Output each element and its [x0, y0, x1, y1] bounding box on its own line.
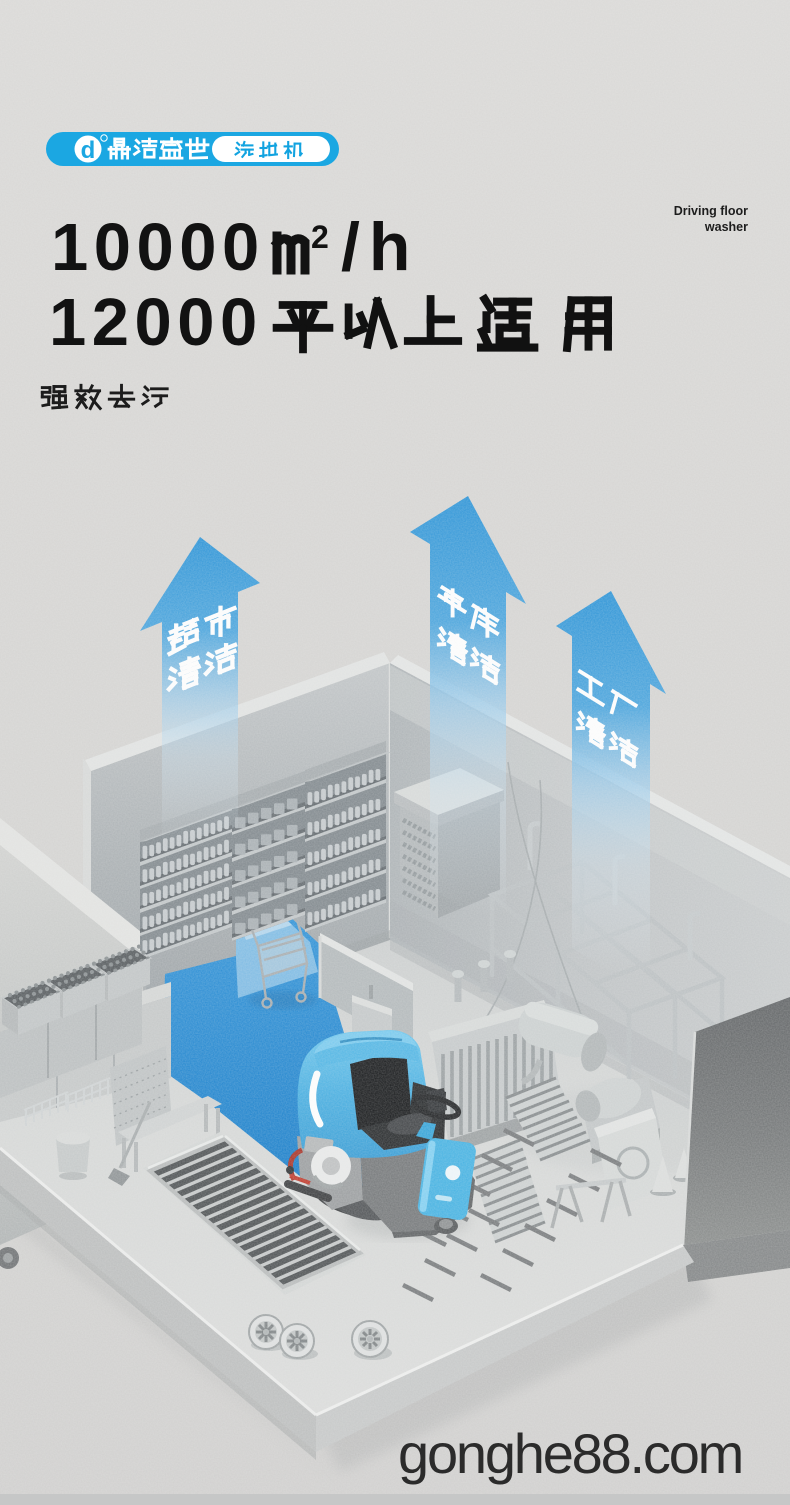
- svg-text:gonghe88.com: gonghe88.com: [398, 1422, 742, 1485]
- svg-text:2: 2: [311, 219, 329, 255]
- svg-text:Driving floor: Driving floor: [674, 204, 748, 218]
- svg-text:12000: 12000: [49, 285, 263, 360]
- svg-text:10000: 10000: [51, 210, 265, 285]
- svg-text:washer: washer: [704, 220, 748, 234]
- svg-text:d: d: [81, 137, 96, 164]
- svg-text:/h: /h: [341, 209, 419, 285]
